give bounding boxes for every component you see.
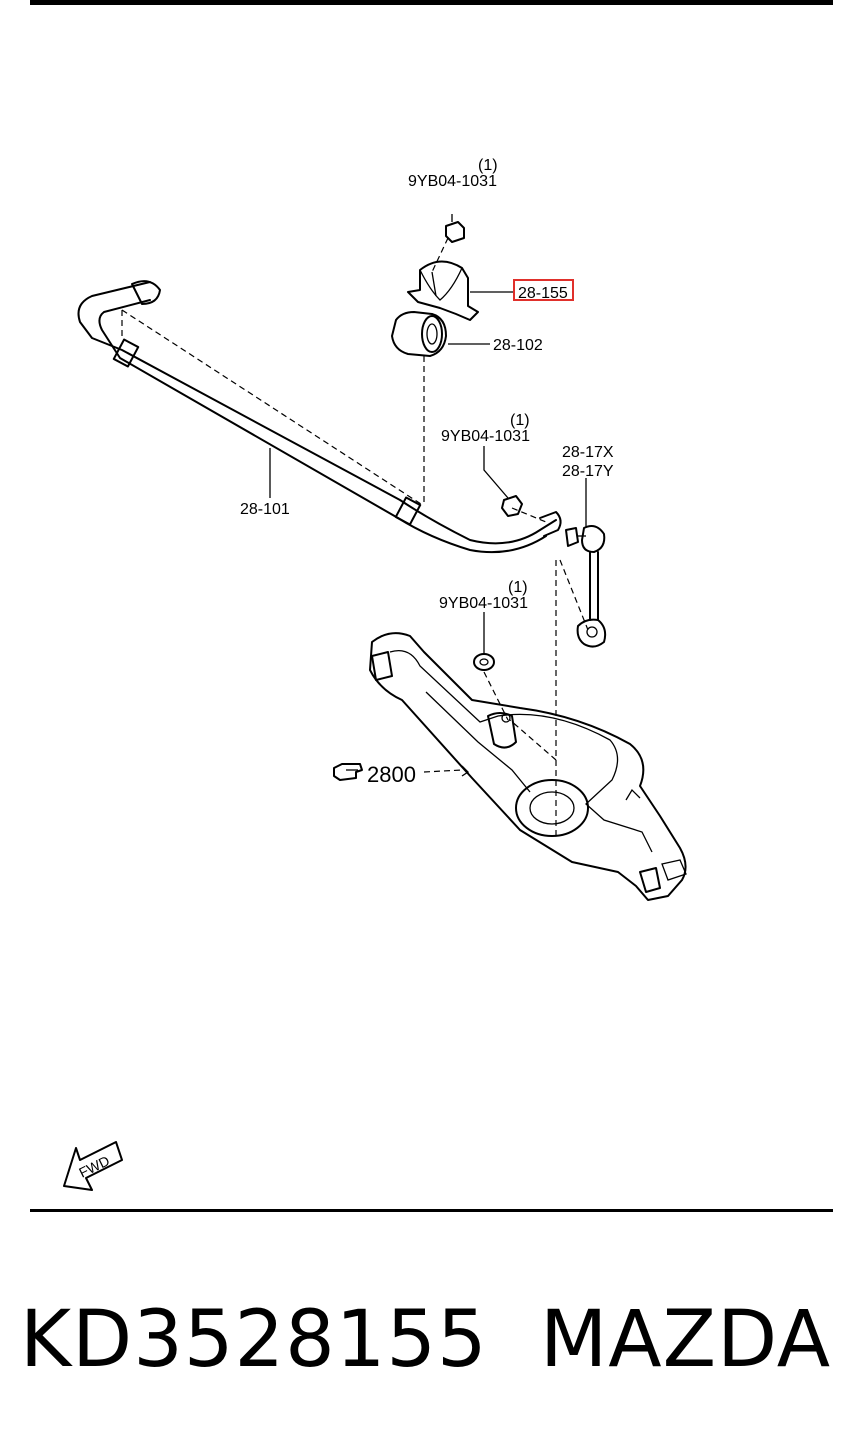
bushing-code: 28-102 (493, 337, 543, 354)
bushing (391, 311, 447, 357)
bolt-qty-top: (1) (478, 157, 498, 174)
bolt-code-mid: 9YB04-1031 (441, 428, 530, 445)
nut-qty-low: (1) (508, 579, 528, 596)
bolt-mid (501, 495, 523, 517)
bolt-code-top: 9YB04-1031 (408, 173, 497, 190)
parts-diagram: (1) 9YB04-1031 28-155 28-102 (1) 9YB04-1… (63, 157, 687, 1191)
footer: KD3528155 MAZDA (0, 1290, 864, 1390)
fwd-label: FWD (76, 1152, 112, 1180)
link-code-x: 28-17X (562, 444, 614, 461)
bar-code: 28-101 (240, 501, 290, 518)
leader-lines (269, 291, 587, 777)
stabilizer-link (565, 525, 607, 648)
brand-name: MAZDA (540, 1295, 832, 1385)
part-number: KD3528155 (20, 1295, 488, 1385)
bracket-code: 28-155 (518, 285, 568, 302)
stabilizer-bar (77, 280, 562, 554)
link-code-y: 28-17Y (562, 463, 614, 480)
top-rule (30, 0, 833, 5)
fwd-arrow-icon: FWD (63, 1141, 123, 1191)
bolt-top (445, 214, 465, 243)
bolt-qty-mid: (1) (510, 412, 530, 429)
nut-low (473, 653, 495, 671)
assembly-guides (121, 237, 589, 840)
pointing-hand-icon (333, 763, 363, 781)
nut-code-low: 9YB04-1031 (439, 595, 528, 612)
bracket (407, 260, 479, 321)
lower-arm (369, 632, 687, 901)
arm-ref-code: 2800 (367, 762, 416, 787)
highlight-box (513, 279, 574, 301)
bottom-rule (30, 1209, 833, 1212)
